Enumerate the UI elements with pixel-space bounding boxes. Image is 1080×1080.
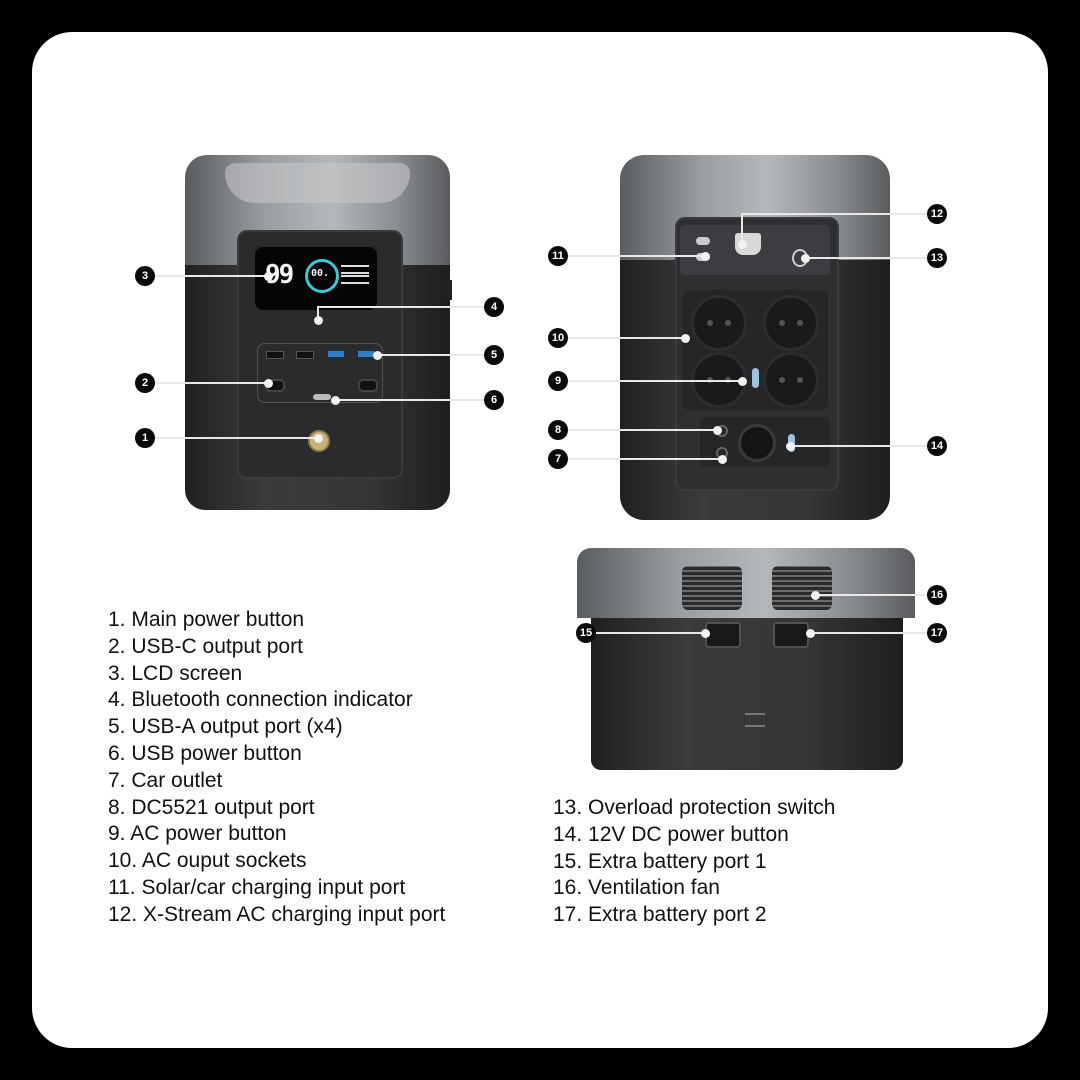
car-outlet: [738, 424, 776, 462]
usb-power-button[interactable]: [313, 394, 331, 400]
legend-item: 9. AC power button: [108, 822, 287, 846]
legend-item: 1. Main power button: [108, 608, 305, 631]
legend-item: 2. USB-C output port: [108, 634, 303, 658]
legend-right: 13. Overload protection switch 14. 12V D…: [553, 795, 835, 929]
callout-16: 16: [927, 585, 947, 605]
side-view-device: [577, 548, 915, 773]
back-view-device: [620, 155, 890, 520]
callout-14: 14: [927, 436, 947, 456]
callout-1: 1: [135, 428, 155, 448]
callout-5: 5: [484, 345, 504, 365]
legend-item: 15. Extra battery port 1: [553, 849, 767, 873]
usb-a-fast-port: [358, 351, 374, 357]
callout-7: 7: [548, 449, 568, 469]
legend-item: 12. X-Stream AC charging input port: [108, 902, 446, 926]
ac-socket: [763, 352, 819, 408]
callout-15: 15: [576, 623, 596, 643]
input-ports-panel: [680, 225, 830, 275]
callout-6: 6: [484, 390, 504, 410]
callout-17: 17: [927, 623, 947, 643]
ac-socket: [763, 295, 819, 351]
legend-item: 5. USB-A output port (x4): [108, 715, 343, 739]
lcd-ring: [305, 259, 339, 293]
usb-port-panel: [257, 343, 383, 403]
ac-socket: [691, 295, 747, 351]
callout-8: 8: [548, 420, 568, 440]
callout-2: 2: [135, 373, 155, 393]
callout-9: 9: [548, 371, 568, 391]
usb-a-port: [296, 351, 314, 359]
callout-3: 3: [135, 266, 155, 286]
legend-item: 4. Bluetooth connection indicator: [108, 688, 413, 712]
extra-battery-port-1: [705, 622, 741, 648]
usb-a-fast-port: [328, 351, 344, 357]
legend-item: 14. 12V DC power button: [553, 822, 789, 846]
callout-13: 13: [927, 248, 947, 268]
callout-12: 12: [927, 204, 947, 224]
callout-11: 11: [548, 246, 568, 266]
legend-item: 13. Overload protection switch: [553, 796, 836, 819]
legend-item: 6. USB power button: [108, 741, 302, 765]
legend-item: 3. LCD screen: [108, 661, 243, 685]
legend-item: 7. Car outlet: [108, 768, 223, 792]
legend-item: 10. AC ouput sockets: [108, 849, 307, 873]
legend-item: 16. Ventilation fan: [553, 876, 720, 900]
legend-left: 1. Main power button 2. USB-C output por…: [108, 607, 445, 929]
usb-c-port: [358, 379, 378, 392]
legend-item: 17. Extra battery port 2: [553, 903, 767, 927]
ventilation-fan: [772, 566, 832, 610]
legend-item: 8. DC5521 output port: [108, 795, 315, 819]
extra-battery-port-2: [773, 622, 809, 648]
front-view-device: 99 00.: [185, 155, 452, 520]
ventilation-fan: [682, 566, 742, 610]
callout-10: 10: [548, 328, 568, 348]
lcd-screen: 99 00.: [255, 247, 377, 310]
callout-4: 4: [484, 297, 504, 317]
legend-item: 11. Solar/car charging input port: [108, 875, 406, 899]
ac-sockets-panel: [683, 290, 828, 410]
ef-logo: [745, 713, 765, 727]
solar-input-port: [696, 237, 710, 245]
usb-a-port: [266, 351, 284, 359]
lcd-center-value: 00.: [311, 268, 330, 279]
ac-power-button[interactable]: [752, 368, 759, 388]
